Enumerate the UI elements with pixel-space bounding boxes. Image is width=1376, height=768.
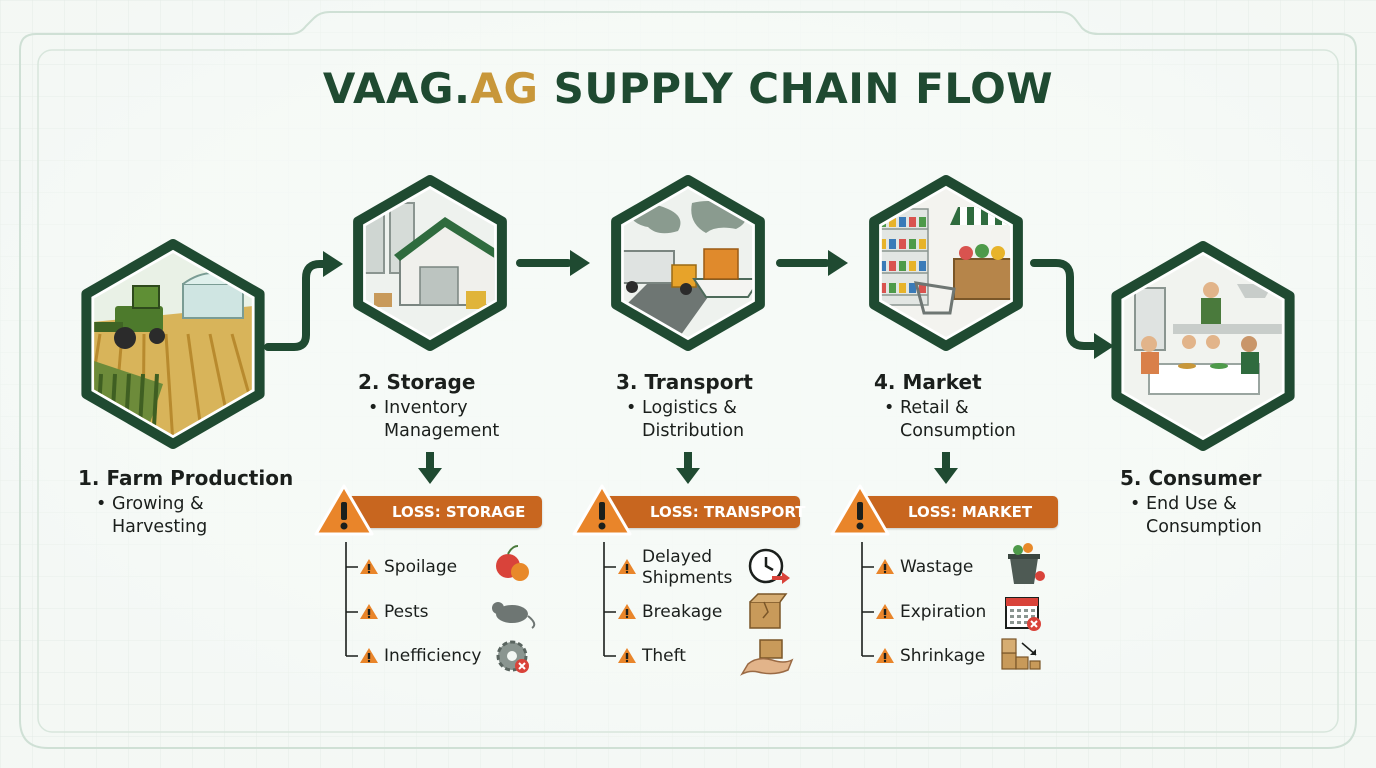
flow-arrow-line — [1030, 259, 1098, 350]
flow-arrow-head — [828, 250, 848, 276]
loss-item-wastage: Wastage — [900, 557, 974, 577]
hex-consumer — [1111, 241, 1295, 451]
stage-title: 1. Farm Production — [78, 466, 294, 490]
hex-farm-production — [81, 239, 265, 449]
loss-item-expiration: Expiration — [900, 602, 987, 622]
stage-title: 5. Consumer — [1120, 466, 1262, 490]
stage-description: •Logistics &Distribution — [626, 398, 745, 441]
loss-badge-market: LOSS: MARKET — [856, 496, 1058, 528]
warehouse-icon — [365, 189, 495, 337]
stage-description: •End Use &Consumption — [1130, 494, 1262, 537]
truck-ship-icon — [623, 189, 753, 337]
stage-transport: 3. Transport •Logistics &Distribution — [616, 370, 753, 443]
hex-market — [869, 175, 1023, 351]
hex-storage — [353, 175, 507, 351]
stage-title: 3. Transport — [616, 370, 753, 394]
outer-frame — [19, 11, 1357, 749]
stage-market: 4. Market •Retail &Consumption — [874, 370, 1016, 443]
stage-title: 2. Storage — [358, 370, 476, 394]
stage-title: 4. Market — [874, 370, 982, 394]
stage-farm-production: 1. Farm Production •Growing &Harvesting — [78, 466, 293, 539]
loss-badge-transport: LOSS: TRANSPORT — [598, 496, 806, 528]
flow-arrow-head — [570, 250, 590, 276]
family-dinner-icon — [1124, 255, 1282, 437]
stage-consumer: 5. Consumer •End Use &Consumption — [1120, 466, 1262, 539]
stage-description: •Growing &Harvesting — [96, 494, 208, 537]
flow-connectors — [264, 250, 1114, 359]
flow-arrow-head — [323, 251, 343, 277]
loss-item-breakage: Breakage — [642, 602, 723, 622]
loss-item-pests: Pests — [384, 602, 429, 622]
loss-item-spoilage: Spoilage — [384, 557, 458, 577]
loss-item-shrinkage: Shrinkage — [900, 646, 986, 666]
title-brand: VAAG. — [322, 64, 471, 113]
loss-item-theft: Theft — [642, 646, 686, 666]
flow-arrow-line — [264, 260, 329, 351]
market-icon — [881, 189, 1011, 337]
flow-arrow-head — [1094, 333, 1114, 359]
hex-transport — [611, 175, 765, 351]
loss-badge-storage: LOSS: STORAGE — [340, 496, 542, 528]
loss-item-inefficiency: Inefficiency — [384, 646, 482, 666]
page-title: VAAG.AG SUPPLY CHAIN FLOW — [0, 64, 1376, 113]
stage-description: •Retail &Consumption — [884, 398, 1016, 441]
title-accent: AG — [470, 64, 539, 113]
inner-frame — [37, 49, 1339, 733]
title-rest: SUPPLY CHAIN FLOW — [538, 64, 1054, 113]
